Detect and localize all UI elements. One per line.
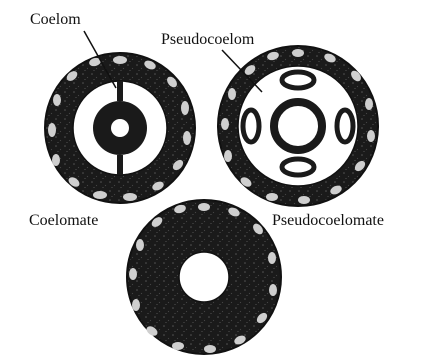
- ventral-mesentery: [117, 155, 123, 175]
- acoelomate-gut-lumen: [179, 252, 229, 302]
- coelomate-cross-section: [45, 53, 195, 203]
- dorsal-mesentery: [117, 81, 123, 101]
- pseudocoelomate-organ-top: [282, 72, 314, 88]
- coelomate-label: Coelomate: [29, 213, 98, 229]
- pseudocoelomate-organ-left: [243, 110, 259, 142]
- coelomate-gut-lumen: [111, 119, 129, 137]
- pseudocoelomate-label: Pseudocoelomate: [272, 213, 384, 229]
- pseudocoelom-label: Pseudocoelom: [161, 32, 254, 48]
- pseudocoelomate-organ-right: [337, 110, 353, 142]
- acoelomate-cross-section: [127, 200, 281, 354]
- pseudocoelomate-gut: [274, 102, 322, 150]
- pseudocoelomate-organ-bottom: [282, 159, 314, 175]
- coelom-label: Coelom: [30, 12, 81, 28]
